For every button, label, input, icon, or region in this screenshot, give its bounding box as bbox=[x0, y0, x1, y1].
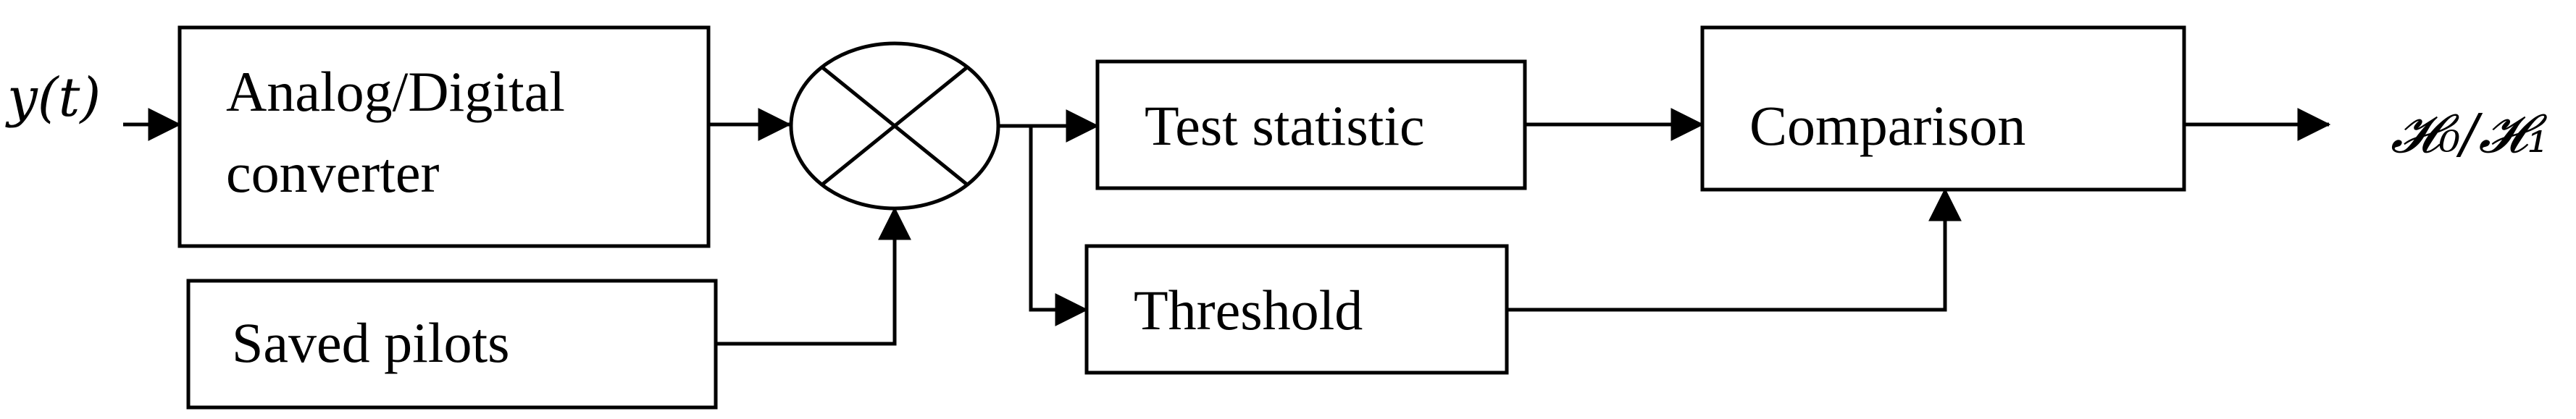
adc-label-line2: converter bbox=[226, 141, 440, 204]
threshold-to-comparison-arrow bbox=[1507, 187, 1962, 312]
comparison-label: Comparison bbox=[1749, 94, 2025, 157]
multiply-circle-icon bbox=[789, 41, 1000, 211]
threshold-label: Threshold bbox=[1134, 279, 1363, 342]
pilots-to-multiplier-arrow bbox=[716, 206, 911, 346]
input-signal-label: y(t) bbox=[5, 67, 101, 129]
multiplier-to-threshold-arrow bbox=[1029, 126, 1089, 326]
adc-label-line1: Analog/Digital bbox=[226, 60, 565, 123]
comparison-block bbox=[1700, 25, 2186, 192]
test-statistic-label: Test statistic bbox=[1145, 94, 1425, 157]
output-decision-label: 𝓗₀/𝓗₁ bbox=[2391, 103, 2548, 165]
adc-block bbox=[177, 25, 711, 248]
saved-pilots-label: Saved pilots bbox=[232, 311, 510, 374]
saved-pilots-block bbox=[186, 279, 718, 410]
